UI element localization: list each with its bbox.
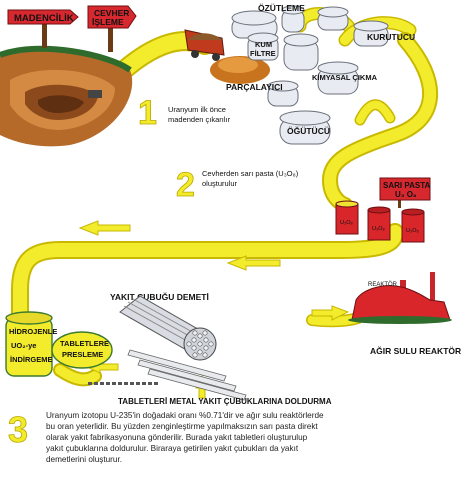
step1-number: 1 bbox=[138, 94, 157, 132]
yellowcake-barrels: U₃O₈ U₃O₈ U₃O₈ bbox=[335, 200, 425, 243]
ore-truck bbox=[184, 29, 225, 61]
arrow-left-icon bbox=[78, 220, 131, 236]
processing-tanks bbox=[231, 5, 389, 145]
agir-sulu-label: AĞIR SULU REAKTÖR bbox=[370, 345, 461, 356]
step3-line: Uranyum izotopu U-235'in doğadaki oranı … bbox=[46, 411, 324, 420]
cevher-isleme-sign: CEVHER İŞLEME bbox=[87, 5, 137, 52]
reaktor-small-label: REAKTÖR bbox=[368, 281, 398, 288]
step3-line: olarak yakıt fabrikasyonuna gönderilir. … bbox=[46, 432, 308, 442]
pellet-row bbox=[88, 382, 158, 385]
sari-pasta-line1: SARI PASTA bbox=[383, 181, 430, 190]
tablet-line2: PRESLEME bbox=[62, 350, 103, 359]
step2-line1: Cevherden sarı pasta (U₃O₈) bbox=[202, 169, 299, 178]
oztuleme-label: ÖZÜTLEME bbox=[258, 3, 305, 13]
barrel-label: U₃O₈ bbox=[406, 228, 419, 234]
fuel-rods bbox=[127, 349, 247, 401]
barrel-label: U₃O₈ bbox=[340, 220, 353, 226]
tablet-presleme: TABLETLERE PRESLEME bbox=[51, 331, 113, 369]
yakit-demeti-label: YAKIT ÇUBUĞU DEMETİ bbox=[110, 291, 209, 302]
kurutucu-label: KURUTUCU bbox=[367, 32, 415, 42]
step1-line1: Uranyum ilk önce bbox=[168, 105, 226, 114]
sari-pasta-line2: U₃ O₈ bbox=[395, 190, 417, 199]
step1-line2: madenden çıkarılır bbox=[168, 115, 231, 124]
step3-line: demetlerini oluşturur. bbox=[46, 454, 122, 464]
madencilik-sign: MADENCİLİK bbox=[7, 9, 79, 48]
step3-number: 3 bbox=[8, 409, 28, 450]
kum-filtre-line2: FİLTRE bbox=[250, 49, 276, 58]
kum-filtre-line1: KUM bbox=[255, 40, 272, 49]
madencilik-label: MADENCİLİK bbox=[14, 13, 74, 24]
step3-line: bu oran yeterlidir. Bu yüzden zenginleşt… bbox=[46, 421, 318, 431]
ogutucu-label: ÖĞÜTÜCÜ bbox=[287, 125, 330, 136]
hidro-line2: UO₂-ye bbox=[11, 341, 36, 350]
fuel-bundle bbox=[119, 295, 217, 361]
open-pit-mine bbox=[0, 45, 133, 147]
hidro-line1: HİDROJENLE bbox=[9, 327, 57, 336]
ore-heap bbox=[210, 56, 270, 84]
hidro-line3: İNDİRGEME bbox=[10, 355, 53, 364]
step3-line: yakıt çubuklarına doldurulur. Biraraya g… bbox=[46, 443, 299, 453]
heavy-water-reactor: REAKTÖR bbox=[348, 272, 452, 324]
arrow-right-icon bbox=[311, 305, 350, 321]
flow-arrows bbox=[78, 220, 350, 399]
step2-number: 2 bbox=[176, 166, 195, 204]
parcalayici-label: PARÇALAYICI bbox=[226, 82, 283, 92]
doldurma-label: TABLETLERİ METAL YAKIT ÇUBUKLARINA DOLDU… bbox=[118, 397, 332, 406]
cevher-label-line2: İŞLEME bbox=[92, 17, 124, 27]
step2-line2: oluşturulur bbox=[202, 179, 238, 188]
kimyasal-label: KİMYASAL ÇIKMA bbox=[312, 73, 378, 82]
barrel-label: U₃O₈ bbox=[372, 226, 385, 232]
step3-description: Uranyum izotopu U-235'in doğadaki oranı … bbox=[46, 411, 466, 466]
arrow-left-icon bbox=[226, 255, 281, 271]
hidrojen-indirgeme: HİDROJENLE UO₂-ye İNDİRGEME bbox=[5, 311, 57, 377]
tablet-line1: TABLETLERE bbox=[60, 339, 109, 348]
cevher-label-line1: CEVHER bbox=[94, 8, 129, 18]
sari-pasta-sign: SARI PASTA U₃ O₈ bbox=[379, 177, 431, 208]
